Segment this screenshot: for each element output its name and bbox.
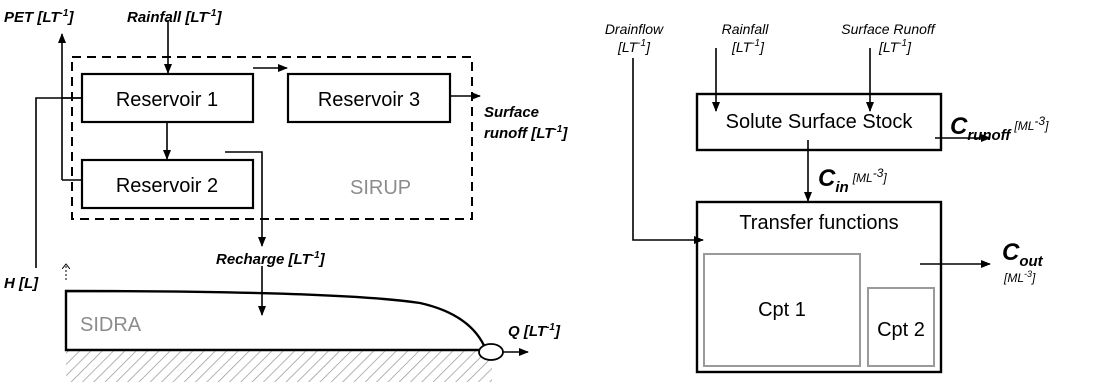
reservoir3-label: Reservoir 3 bbox=[318, 89, 420, 111]
reservoir2-label: Reservoir 2 bbox=[116, 175, 218, 197]
impermeable-layer-hatch bbox=[66, 350, 492, 382]
discharge-label: Q [LT-1] bbox=[508, 322, 561, 340]
right-surface-runoff-label-line1: Surface Runoff bbox=[841, 21, 936, 37]
compartment2-box bbox=[867, 287, 935, 367]
compartment2-label: Cpt 2 bbox=[877, 319, 925, 341]
c-runoff-label: Crunoff[ML-3] bbox=[950, 113, 1049, 144]
sirup-dashed-boundary bbox=[71, 56, 473, 220]
pet-label: PET [LT-1] bbox=[4, 8, 74, 26]
c-out-unit: [ML-3] bbox=[1003, 269, 1036, 285]
reservoir2-box bbox=[80, 158, 255, 210]
drain-outlet-icon bbox=[478, 343, 504, 361]
recharge-arrow bbox=[225, 151, 266, 247]
solute-surface-stock-label: Solute Surface Stock bbox=[726, 111, 914, 133]
sirup-label: SIRUP bbox=[350, 177, 411, 199]
solute-surface-stock-box bbox=[695, 92, 943, 152]
sidra-aquifer-shape bbox=[64, 289, 488, 352]
right-rainfall-label-line2: [LT-1] bbox=[731, 38, 765, 55]
right-rainfall-label-line1: Rainfall bbox=[722, 21, 770, 37]
recharge-label: Recharge [LT-1] bbox=[216, 250, 326, 268]
c-in-label: Cin[ML-3] bbox=[818, 165, 887, 196]
surface-runoff-label-line2: runoff [LT-1] bbox=[484, 124, 568, 142]
compartment1-box bbox=[703, 253, 861, 367]
drainflow-label-line2: [LT-1] bbox=[617, 38, 651, 55]
reservoir3-box bbox=[286, 72, 452, 124]
head-link bbox=[35, 97, 82, 268]
drainflow-label-line1: Drainflow bbox=[605, 21, 664, 37]
transfer-functions-label: Transfer functions bbox=[739, 212, 898, 234]
right-surface-runoff-label-line2: [LT-1] bbox=[878, 38, 912, 55]
surface-runoff-label-line1: Surface bbox=[484, 104, 539, 121]
reservoir1-box bbox=[80, 72, 255, 124]
drainflow-arrow bbox=[632, 58, 704, 244]
head-label: H [L] bbox=[4, 275, 39, 292]
reservoir1-label: Reservoir 1 bbox=[116, 89, 218, 111]
sidra-label: SIDRA bbox=[80, 314, 142, 336]
rainfall-label: Rainfall [LT-1] bbox=[127, 8, 222, 26]
compartment1-label: Cpt 1 bbox=[758, 299, 806, 321]
c-out-label: Cout bbox=[1002, 239, 1044, 270]
